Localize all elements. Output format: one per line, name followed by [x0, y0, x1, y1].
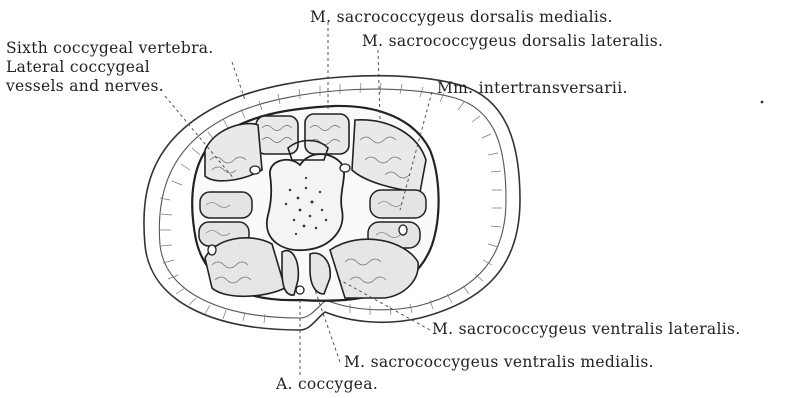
label-ventralis-lateralis: M. sacrococcygeus ventralis lateralis. — [432, 321, 740, 338]
dorsalis-medialis-left — [256, 116, 298, 154]
label-lateral-vessels-line1: Lateral coccygeal — [6, 59, 150, 76]
label-intertransversarii: Mm. intertransversarii. — [437, 80, 628, 97]
label-ventralis-medialis: M. sacrococcygeus ventralis medialis. — [344, 354, 654, 371]
label-a-coccygea: A. coccygea. — [276, 376, 378, 393]
label-dorsalis-medialis: M. sacrococcygeus dorsalis medialis. — [310, 9, 613, 26]
vertebra-body — [267, 154, 344, 250]
label-dorsalis-lateralis: M. sacrococcygeus dorsalis lateralis. — [362, 33, 663, 50]
ventralis-lateralis-left — [205, 238, 285, 296]
label-lateral-vessels-line2: vessels and nerves. — [6, 78, 164, 95]
label-sixth-vertebra: Sixth coccygeal vertebra. — [6, 40, 214, 57]
